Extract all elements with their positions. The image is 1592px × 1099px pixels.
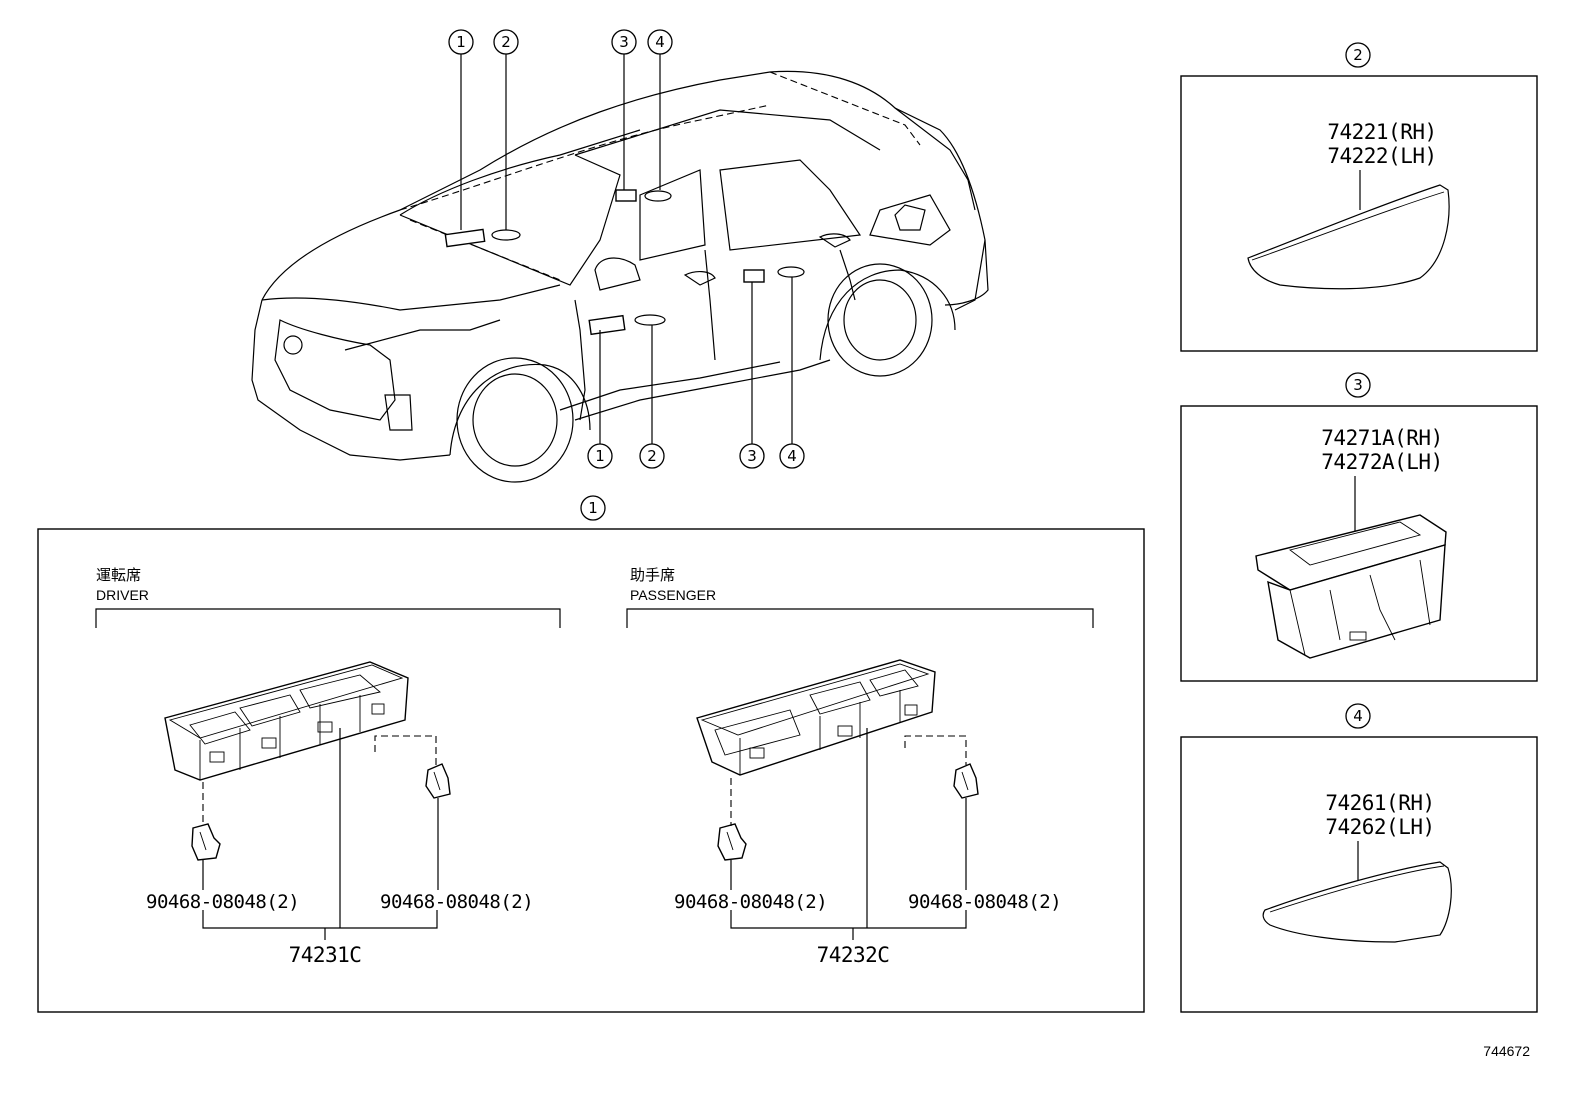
callout-3-panel: 3 (1345, 372, 1371, 398)
svg-text:4: 4 (787, 447, 797, 465)
driver-clip-left-pn: 90468-08048(2) (146, 891, 299, 913)
passenger-clip-right (953, 763, 979, 799)
svg-text:1: 1 (595, 447, 605, 465)
panel2-rh-pn: 74221(RH) (1327, 120, 1436, 144)
panel4-lh-pn: 74262(LH) (1325, 815, 1434, 839)
svg-text:2: 2 (647, 447, 657, 465)
panel3-part-drawing (1255, 514, 1447, 659)
callout-2-panel: 2 (1345, 42, 1371, 68)
panel3-lh-pn: 74272A(LH) (1321, 450, 1442, 474)
panel-1-frame (37, 528, 1145, 1013)
callout-2-bottom: 2 (639, 443, 665, 469)
panel-2-frame (1180, 75, 1538, 352)
sheet-number: 744672 (1483, 1043, 1530, 1059)
panel-4-frame (1180, 736, 1538, 1013)
callout-4-top: 4 (647, 29, 673, 55)
callout-4-panel: 4 (1345, 703, 1371, 729)
callout-4-bottom: 4 (779, 443, 805, 469)
svg-text:4: 4 (1353, 707, 1363, 725)
panel2-lh-pn: 74222(LH) (1327, 144, 1436, 168)
panel-3-frame (1180, 405, 1538, 682)
passenger-switch-drawing (696, 659, 936, 776)
svg-text:3: 3 (619, 33, 629, 51)
panel4-part-drawing (1262, 861, 1452, 943)
passenger-clip-left (717, 823, 747, 861)
driver-label-jp: 運転席 (96, 566, 141, 584)
passenger-label-en: PASSENGER (630, 587, 716, 603)
panel4-rh-pn: 74261(RH) (1325, 791, 1434, 815)
callout-2-top: 2 (493, 29, 519, 55)
callout-1-top: 1 (448, 29, 474, 55)
svg-text:2: 2 (1353, 46, 1363, 64)
passenger-clip-right-pn: 90468-08048(2) (908, 891, 1061, 913)
callout-1-panel: 1 (580, 495, 606, 521)
driver-label-en: DRIVER (96, 587, 149, 603)
driver-switch-drawing (164, 661, 409, 781)
svg-text:2: 2 (501, 33, 511, 51)
callout-1-bottom: 1 (587, 443, 613, 469)
driver-clip-left (191, 823, 221, 861)
svg-text:3: 3 (747, 447, 757, 465)
passenger-clip-left-pn: 90468-08048(2) (674, 891, 827, 913)
svg-text:1: 1 (588, 499, 598, 517)
passenger-label-jp: 助手席 (630, 566, 675, 584)
driver-switch-pn: 74231C (289, 943, 362, 967)
svg-text:4: 4 (655, 33, 665, 51)
driver-clip-right (425, 763, 451, 799)
panel3-rh-pn: 74271A(RH) (1321, 426, 1442, 450)
svg-text:1: 1 (456, 33, 466, 51)
passenger-switch-pn: 74232C (817, 943, 890, 967)
panel2-part-drawing (1247, 184, 1450, 290)
vehicle-illustration (251, 70, 989, 483)
callout-3-bottom: 3 (739, 443, 765, 469)
driver-clip-right-pn: 90468-08048(2) (380, 891, 533, 913)
svg-text:3: 3 (1353, 376, 1363, 394)
callout-3-top: 3 (611, 29, 637, 55)
